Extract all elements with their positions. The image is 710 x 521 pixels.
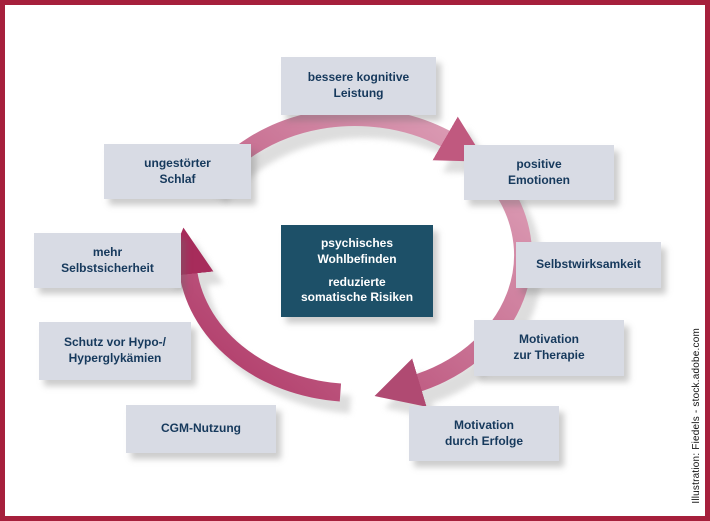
node-motivation-durch-erfolge: Motivation durch Erfolge [409,406,559,461]
node-mehr-selbstsicherheit: mehr Selbstsicherheit [34,233,181,288]
center-line-risiken: reduzierte somatische Risiken [300,274,414,305]
node-positive-emotionen: positive Emotionen [464,145,614,200]
node-ungestoerter-schlaf: ungestörter Schlaf [104,144,251,199]
arc-right [374,169,533,407]
node-schutz-vor-hypo-hyperglykaemien: Schutz vor Hypo-/ Hyperglykämien [39,322,191,380]
node-bessere-kognitive-leistung: bessere kognitive Leistung [281,57,436,115]
node-cgm-nutzung: CGM-Nutzung [126,405,276,453]
center-line-wohlbefinden: psychisches Wohlbefinden [317,236,397,266]
node-selbstwirksamkeit: Selbstwirksamkeit [516,242,661,288]
center-box: psychisches Wohlbefinden reduzierte soma… [281,225,433,317]
arc-left [163,227,342,402]
node-motivation-zur-therapie: Motivation zur Therapie [474,320,624,376]
illustration-credit: Illustration: Fiedels - stock.adobe.com [691,328,702,504]
